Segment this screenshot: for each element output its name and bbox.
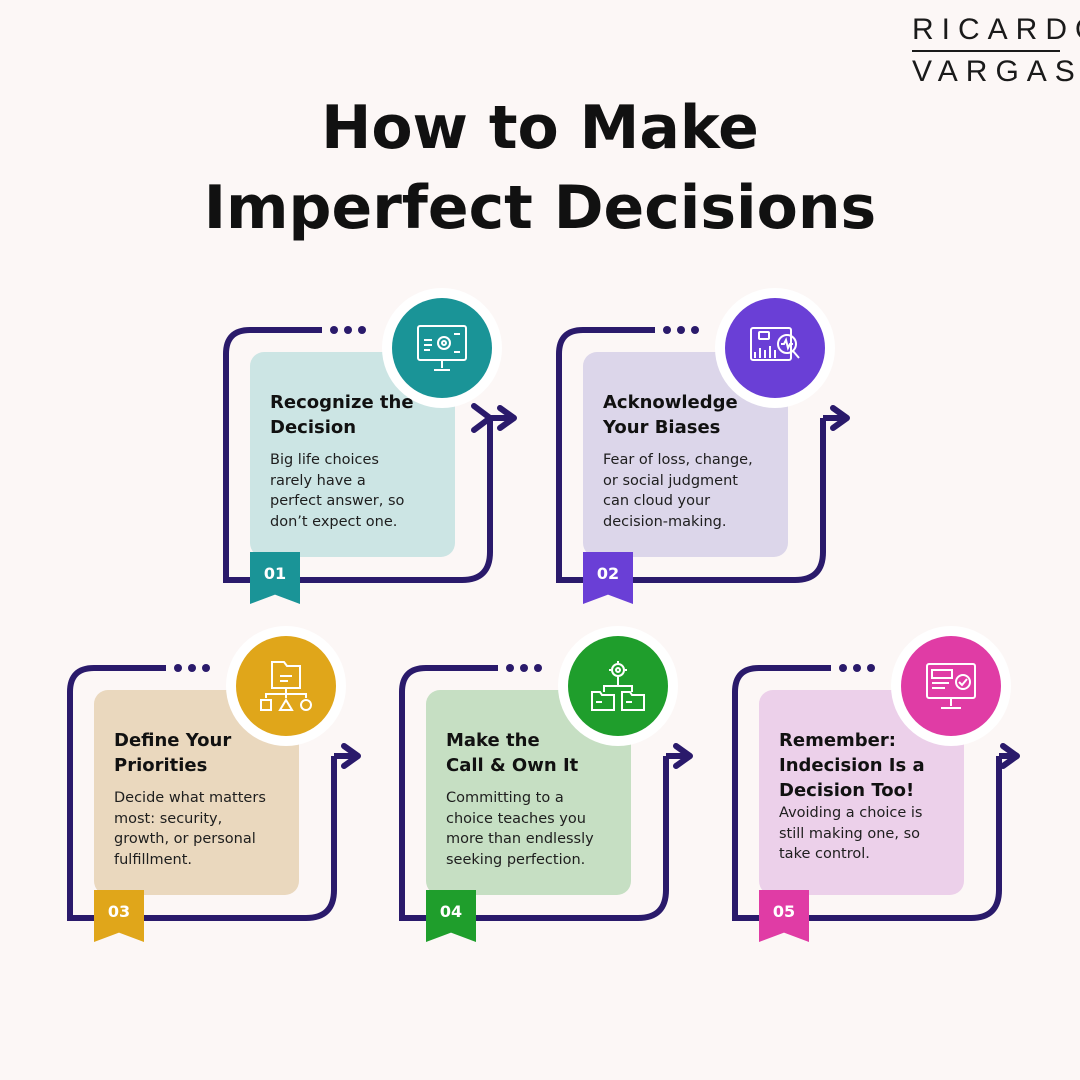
step-3: Define Your Priorities Decide what matte… — [66, 622, 366, 942]
icon-ring — [558, 626, 678, 746]
step-description: Avoiding a choice is still making one, s… — [779, 805, 923, 862]
folder-hierarchy-icon — [260, 661, 312, 711]
step-frame — [399, 664, 693, 921]
icon-ring — [382, 288, 502, 408]
icon-ring — [226, 626, 346, 746]
icon-circle — [236, 636, 336, 736]
title-line-1: How to Make — [321, 93, 759, 163]
icon-circle — [568, 636, 668, 736]
step-frame — [732, 664, 1020, 921]
title-line-2: Imperfect Decisions — [203, 173, 877, 243]
step-4: Make the Call & Own It Committing to a c… — [398, 622, 698, 942]
logo-divider — [912, 50, 1060, 52]
icon-circle — [725, 298, 825, 398]
presentation-gear-icon — [417, 325, 467, 371]
chart-magnifier-icon — [750, 327, 800, 361]
step-title: Acknowledge Your Biases — [603, 392, 738, 438]
step-frame — [67, 664, 361, 921]
monitor-check-icon — [926, 663, 976, 709]
step-1: Recognize the Decision Big life choices … — [222, 284, 522, 604]
step-description: Committing to a choice teaches you more … — [446, 790, 594, 868]
icon-circle — [392, 298, 492, 398]
step-2: Acknowledge Your Biases Fear of loss, ch… — [555, 284, 855, 604]
step-description: Big life choices rarely have a perfect a… — [270, 452, 405, 530]
step-description: Decide what matters most: security, grow… — [114, 790, 266, 868]
icon-ring — [891, 626, 1011, 746]
step-title: Remember: Indecision Is a Decision Too! — [779, 730, 925, 801]
step-title: Make the Call & Own It — [446, 730, 579, 776]
step-description: Fear of loss, change, or social judgment… — [603, 452, 753, 530]
icon-ring — [715, 288, 835, 408]
logo-line-1: RICARDO — [912, 13, 1080, 46]
gear-folders-icon — [591, 661, 645, 711]
step-title: Recognize the Decision — [270, 392, 414, 438]
page-title: How to Make Imperfect Decisions — [0, 88, 1080, 248]
brand-logo: RICARDO VARGAS — [912, 12, 1080, 90]
icon-circle — [901, 636, 1001, 736]
step-frame — [223, 326, 517, 583]
logo-line-2: VARGAS — [912, 55, 1080, 88]
step-title: Define Your Priorities — [114, 730, 232, 776]
step-frame — [556, 326, 850, 583]
step-5: Remember: Indecision Is a Decision Too! … — [731, 622, 1031, 942]
